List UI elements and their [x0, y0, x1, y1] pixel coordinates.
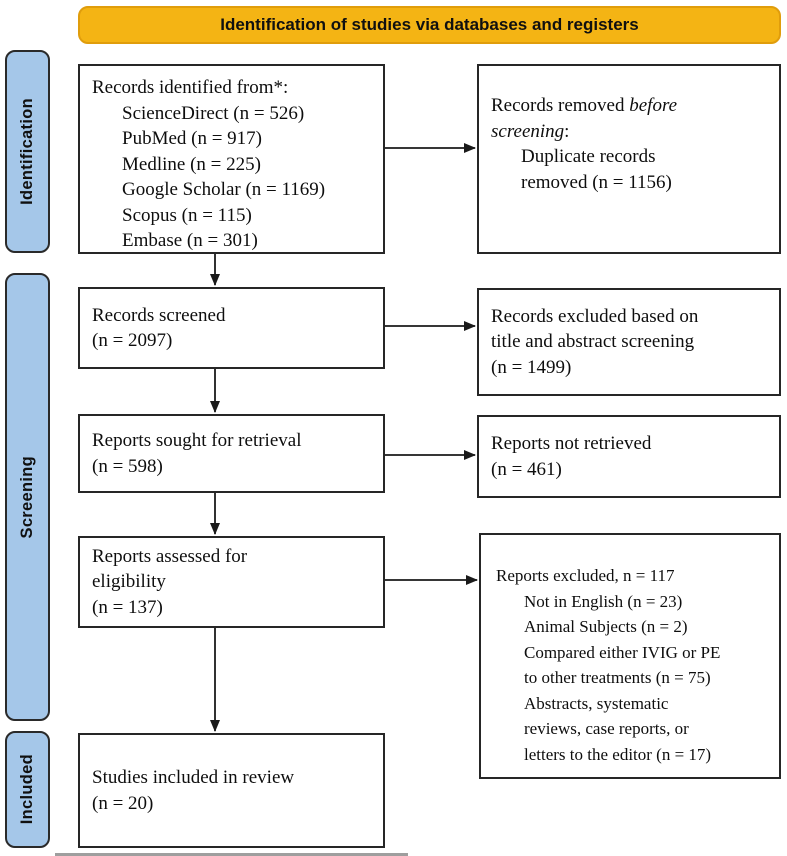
- stage-label-identification: Identification: [5, 50, 50, 253]
- stage-label-screening: Screening: [5, 273, 50, 721]
- box-records-identified: Records identified from*: ScienceDirect …: [78, 64, 385, 254]
- box-line: Reports not retrieved: [491, 433, 652, 454]
- box-title: Reports excluded, n = 117: [496, 566, 675, 585]
- box-records-removed: Records removed before screening: Duplic…: [477, 64, 781, 254]
- title-italic-text: screening: [491, 120, 565, 142]
- reason-line: Animal Subjects (n = 2): [524, 617, 688, 636]
- stage-label-text: Identification: [18, 98, 36, 205]
- database-item: Google Scholar (n = 1169): [122, 179, 326, 200]
- title-text: Records removed: [491, 95, 630, 116]
- database-item: PubMed (n = 917): [122, 128, 263, 149]
- reason-line: to other treatments (n = 75): [524, 668, 711, 687]
- box-title-line: Records removed before: [491, 93, 769, 119]
- box-reports-assessed: Reports assessed for eligibility (n = 13…: [78, 536, 385, 628]
- database-item: Scopus (n = 115): [122, 204, 252, 226]
- box-line: Reports assessed for: [92, 545, 248, 567]
- detail-line: removed (n = 1156): [521, 171, 672, 193]
- reason-line: letters to the editor (n = 17): [524, 744, 712, 764]
- box-records-excluded: Records excluded based on title and abst…: [477, 288, 781, 396]
- reason-line: reviews, case reports, or: [524, 719, 689, 738]
- box-studies-included: Studies included in review (n = 20): [78, 733, 385, 848]
- box-line: eligibility: [92, 571, 166, 593]
- box-line: (n = 2097): [92, 330, 173, 351]
- box-line: Records excluded based on: [491, 305, 699, 327]
- box-line: (n = 461): [491, 458, 562, 480]
- box-title: Records identified from*:: [92, 77, 289, 98]
- box-line: Reports sought for retrieval: [92, 430, 302, 451]
- box-line: (n = 1499): [491, 356, 572, 378]
- banner-title: Identification of studies via databases …: [78, 6, 781, 44]
- title-italic-text: before: [629, 95, 678, 116]
- box-line: title and abstract screening: [491, 331, 695, 353]
- box-line: (n = 20): [92, 792, 154, 814]
- box-line: (n = 598): [92, 455, 163, 477]
- box-title-line: screening:: [491, 119, 769, 145]
- title-text: :: [564, 120, 570, 142]
- box-reports-not-retrieved: Reports not retrieved (n = 461): [477, 415, 781, 498]
- box-line: Studies included in review: [92, 767, 295, 788]
- stage-label-text: Screening: [18, 455, 36, 539]
- reason-line: Compared either IVIG or PE: [524, 642, 721, 662]
- stage-label-text: Included: [18, 754, 36, 825]
- detail-line: Duplicate records: [521, 146, 656, 167]
- box-reports-excluded-reasons: Reports excluded, n = 117 Not in English…: [479, 533, 781, 779]
- reason-line: Abstracts, systematic: [524, 693, 669, 713]
- database-item: ScienceDirect (n = 526): [122, 102, 305, 124]
- box-line: Records screened: [92, 304, 226, 326]
- stage-label-included: Included: [5, 731, 50, 848]
- box-reports-sought: Reports sought for retrieval (n = 598): [78, 414, 385, 493]
- database-item: Medline (n = 225): [122, 153, 261, 175]
- database-item: Embase (n = 301): [122, 230, 258, 251]
- box-line: (n = 137): [92, 596, 163, 618]
- box-records-screened: Records screened (n = 2097): [78, 287, 385, 369]
- reason-line: Not in English (n = 23): [524, 591, 683, 611]
- cropped-edge-line: [55, 853, 408, 856]
